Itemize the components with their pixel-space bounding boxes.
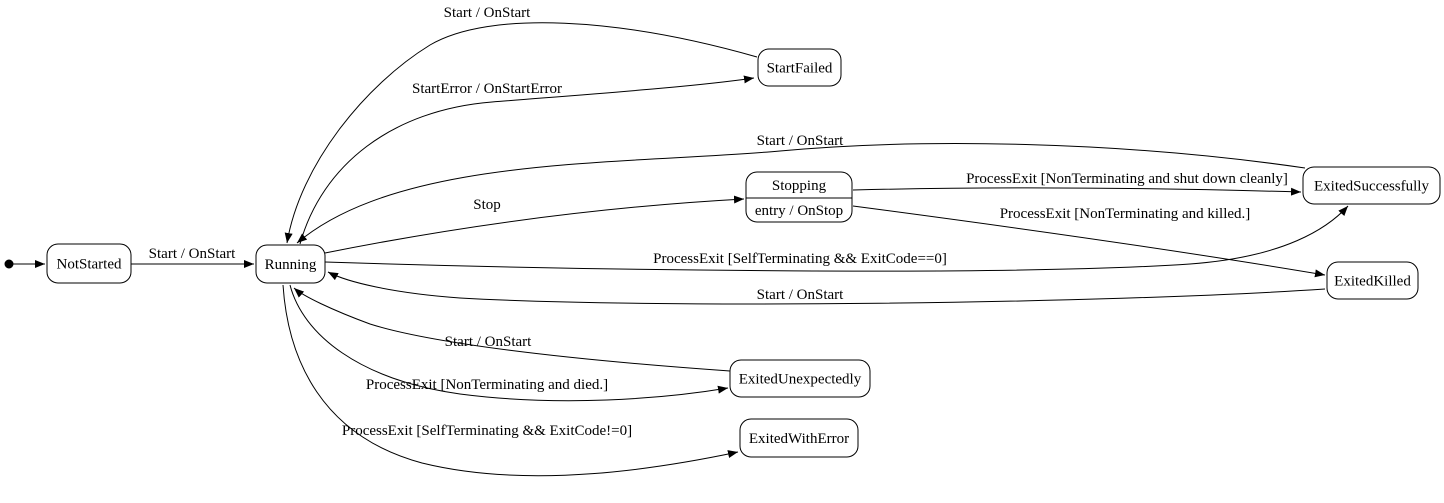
state-entry-action-Stopping: entry / OnStop bbox=[755, 203, 843, 219]
transition-Running-to-ExitedSuccessfully bbox=[324, 205, 1349, 272]
transition-ExitedKilled-to-Running bbox=[327, 271, 1326, 305]
state-node-initial bbox=[4, 259, 14, 269]
state-label-ExitedSuccessfully: ExitedSuccessfully bbox=[1314, 179, 1429, 195]
transition-label-Running-to-Stopping: Stop bbox=[473, 197, 501, 213]
state-label-Running: Running bbox=[265, 257, 317, 273]
state-node-StartFailed: StartFailed bbox=[757, 48, 842, 87]
transition-StartFailed-to-Running bbox=[284, 22, 758, 244]
state-label-ExitedWithError: ExitedWithError bbox=[749, 431, 849, 447]
state-label-ExitedUnexpectedly: ExitedUnexpectedly bbox=[739, 372, 862, 388]
state-node-NotStarted: NotStarted bbox=[46, 243, 132, 284]
transition-label-Running-to-ExitedSuccessfully: ProcessExit [SelfTerminating && ExitCode… bbox=[653, 251, 947, 267]
state-label-ExitedKilled: ExitedKilled bbox=[1334, 274, 1411, 290]
state-label-NotStarted: NotStarted bbox=[57, 257, 122, 273]
state-label-Stopping: Stopping bbox=[772, 178, 827, 194]
transition-Running-to-ExitedWithError bbox=[282, 284, 739, 477]
transition-Running-to-Stopping bbox=[324, 195, 745, 254]
state-label-StartFailed: StartFailed bbox=[767, 61, 833, 77]
transition-label-StartFailed-to-Running: Start / OnStart bbox=[444, 5, 531, 21]
transition-Stopping-to-ExitedKilled bbox=[852, 205, 1326, 278]
transition-Running-to-ExitedUnexpectedly bbox=[289, 284, 729, 402]
initial-state-dot bbox=[4, 259, 14, 269]
transition-Running-to-StartFailed bbox=[299, 75, 755, 245]
state-box-ExitedWithError bbox=[739, 418, 859, 458]
transition-label-Running-to-ExitedWithError: ProcessExit [SelfTerminating && ExitCode… bbox=[342, 423, 632, 439]
transition-ExitedSuccessfully-to-Running bbox=[296, 143, 1306, 244]
state-box-ExitedSuccessfully bbox=[1302, 166, 1441, 205]
state-node-ExitedWithError: ExitedWithError bbox=[739, 418, 859, 458]
transition-label-ExitedKilled-to-Running: Start / OnStart bbox=[757, 287, 844, 303]
state-box-Stopping bbox=[745, 171, 853, 223]
state-box-NotStarted bbox=[46, 243, 132, 284]
transition-Stopping-to-ExitedSuccessfully bbox=[852, 187, 1302, 196]
state-node-ExitedUnexpectedly: ExitedUnexpectedly bbox=[729, 359, 871, 398]
state-node-Running: Running bbox=[255, 244, 326, 284]
transition-label-Running-to-StartFailed: StartError / OnStartError bbox=[412, 81, 562, 97]
transition-ExitedUnexpectedly-to-Running bbox=[293, 287, 731, 372]
transition-label-Stopping-to-ExitedSuccessfully: ProcessExit [NonTerminating and shut dow… bbox=[966, 171, 1288, 187]
transition-label-Running-to-ExitedUnexpectedly: ProcessExit [NonTerminating and died.] bbox=[366, 377, 608, 393]
transition-label-ExitedUnexpectedly-to-Running: Start / OnStart bbox=[445, 334, 532, 350]
state-node-ExitedSuccessfully: ExitedSuccessfully bbox=[1302, 166, 1441, 205]
state-node-Stopping: Stopping entry / OnStop bbox=[745, 171, 853, 223]
state-box-ExitedKilled bbox=[1326, 261, 1419, 300]
state-box-ExitedUnexpectedly bbox=[729, 359, 871, 398]
state-box-StartFailed bbox=[757, 48, 842, 87]
transition-label-NotStarted-to-Running: Start / OnStart bbox=[149, 246, 236, 262]
transition-label-Stopping-to-ExitedKilled: ProcessExit [NonTerminating and killed.] bbox=[1000, 206, 1251, 222]
transition-label-ExitedSuccessfully-to-Running: Start / OnStart bbox=[757, 133, 844, 149]
state-node-ExitedKilled: ExitedKilled bbox=[1326, 261, 1419, 300]
state-box-Running bbox=[255, 244, 326, 284]
